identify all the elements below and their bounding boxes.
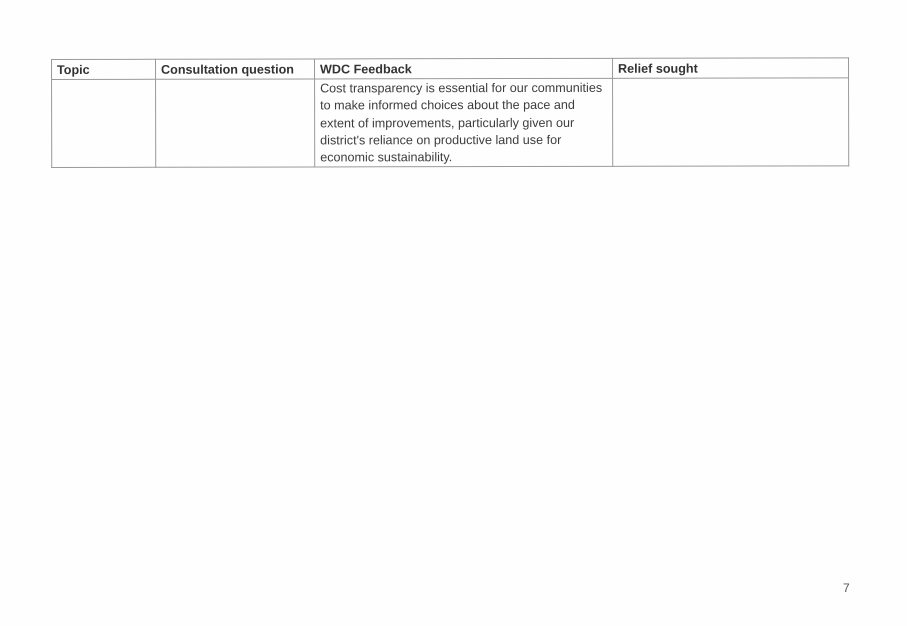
header-relief-sought: Relief sought (612, 57, 849, 79)
cell-relief-sought (612, 78, 849, 167)
header-consultation-question: Consultation question (155, 58, 315, 80)
table-header-row: Topic Consultation question WDC Feedback… (51, 57, 849, 80)
feedback-table: Topic Consultation question WDC Feedback… (51, 57, 849, 168)
table-row: Cost transparency is essential for our c… (51, 78, 849, 168)
header-topic: Topic (51, 59, 156, 80)
page-number: 7 (843, 581, 850, 595)
cell-wdc-feedback: Cost transparency is essential for our c… (314, 78, 613, 168)
header-wdc-feedback: WDC Feedback (314, 58, 613, 80)
cell-topic (51, 79, 156, 168)
cell-consultation-question (155, 79, 315, 168)
